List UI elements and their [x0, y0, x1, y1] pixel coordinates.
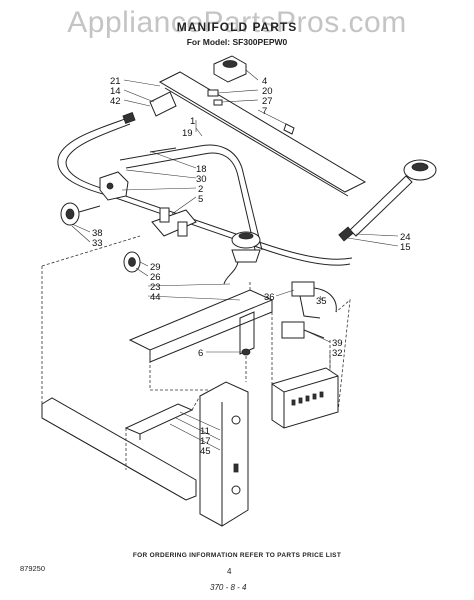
- callout-45: 45: [200, 446, 211, 457]
- callout-1: 1: [190, 116, 195, 127]
- surface-burner-cap: [411, 162, 429, 172]
- valve-stem: [106, 182, 114, 190]
- callout-29: 29: [150, 262, 161, 273]
- callout-36: 36: [264, 292, 275, 303]
- pipe-end-cap: [122, 112, 136, 124]
- bracket-fitting: [241, 348, 251, 356]
- safety-valve: [291, 281, 315, 297]
- callout-14: 14: [110, 86, 121, 97]
- heat-shield: [124, 403, 194, 435]
- callout-39: 39: [332, 338, 343, 349]
- panel-keyhole: [233, 463, 239, 473]
- callout-27: 27: [262, 96, 273, 107]
- callout-7: 7: [262, 106, 267, 117]
- ordering-note: FOR ORDERING INFORMATION REFER TO PARTS …: [132, 552, 342, 559]
- burner-venturi-tube: [349, 175, 413, 237]
- callout-44: 44: [150, 292, 161, 303]
- gas-tube-upper: [119, 144, 263, 251]
- manifold-pipe: [57, 117, 351, 266]
- bracket-slot: [239, 311, 255, 355]
- control-knob-center: [65, 208, 75, 220]
- callout-20: 20: [262, 86, 273, 97]
- knob-shaft: [78, 205, 101, 213]
- leader-lines: [71, 69, 399, 451]
- igniter-wire: [223, 261, 239, 285]
- burner-support-rail: [158, 71, 367, 193]
- valve-clip: [207, 89, 219, 97]
- watermark: AppliancePartsPros.com: [67, 6, 407, 39]
- orifice-screw: [283, 123, 295, 135]
- callout-19: 19: [182, 128, 193, 139]
- rail-edge: [164, 87, 349, 197]
- model-number: For Model: SF300PEPW0: [186, 37, 288, 47]
- panel-hole-lower: [231, 485, 241, 495]
- front-trim-edge: [41, 417, 187, 501]
- callout-33: 33: [92, 238, 103, 249]
- manifold-pipe-inner: [65, 123, 353, 260]
- ignition-control-module: [281, 321, 305, 339]
- callout-21: 21: [110, 76, 121, 87]
- callout-6: 6: [198, 348, 203, 359]
- burner-valve-assembly: [99, 171, 129, 201]
- callout-23: 23: [150, 282, 161, 293]
- callout-18: 18: [196, 164, 207, 175]
- oven-control-knob-center: [128, 257, 136, 267]
- valve-spring: [213, 99, 223, 106]
- gas-tube-lower: [125, 152, 257, 255]
- callout-42: 42: [110, 96, 121, 107]
- igniter-base: [231, 249, 261, 263]
- panel-hole-upper: [231, 415, 241, 425]
- mid-valve-b: [177, 221, 188, 237]
- diagram-title: MANIFOLD PARTS: [176, 20, 298, 34]
- callout-5: 5: [198, 194, 203, 205]
- top-valve-body: [213, 55, 247, 83]
- callout-35: 35: [316, 296, 327, 307]
- control-box: [271, 367, 339, 429]
- callout-17: 17: [200, 436, 211, 447]
- callout-4: 4: [262, 76, 267, 87]
- top-valve-cap: [222, 60, 238, 68]
- mid-valve-a: [159, 207, 170, 223]
- rail-bracket: [149, 91, 177, 117]
- safety-valve-tube: [313, 287, 337, 313]
- burner-orifice: [338, 226, 354, 242]
- callout-32: 32: [332, 348, 343, 359]
- callout-26: 26: [150, 272, 161, 283]
- reference-number: 879250: [20, 564, 46, 573]
- tube-sleeve: [149, 147, 177, 153]
- callout-11: 11: [200, 426, 210, 437]
- callout-2: 2: [198, 184, 203, 195]
- callout-labels: 21 14 42 4 20 27 7 1 19 18 30 2 5 38 33 …: [92, 76, 411, 457]
- mid-valve-bracket: [151, 209, 197, 237]
- igniter-top: [238, 232, 254, 240]
- thermostat-line: [299, 295, 321, 319]
- page-number: 4: [227, 567, 232, 576]
- callout-15: 15: [400, 242, 411, 253]
- guide-lines: [41, 235, 351, 470]
- document-code: 370 - 8 - 4: [210, 583, 247, 592]
- callout-38: 38: [92, 228, 103, 239]
- control-box-slots: [291, 391, 324, 406]
- callout-30: 30: [196, 174, 207, 185]
- callout-24: 24: [400, 232, 411, 243]
